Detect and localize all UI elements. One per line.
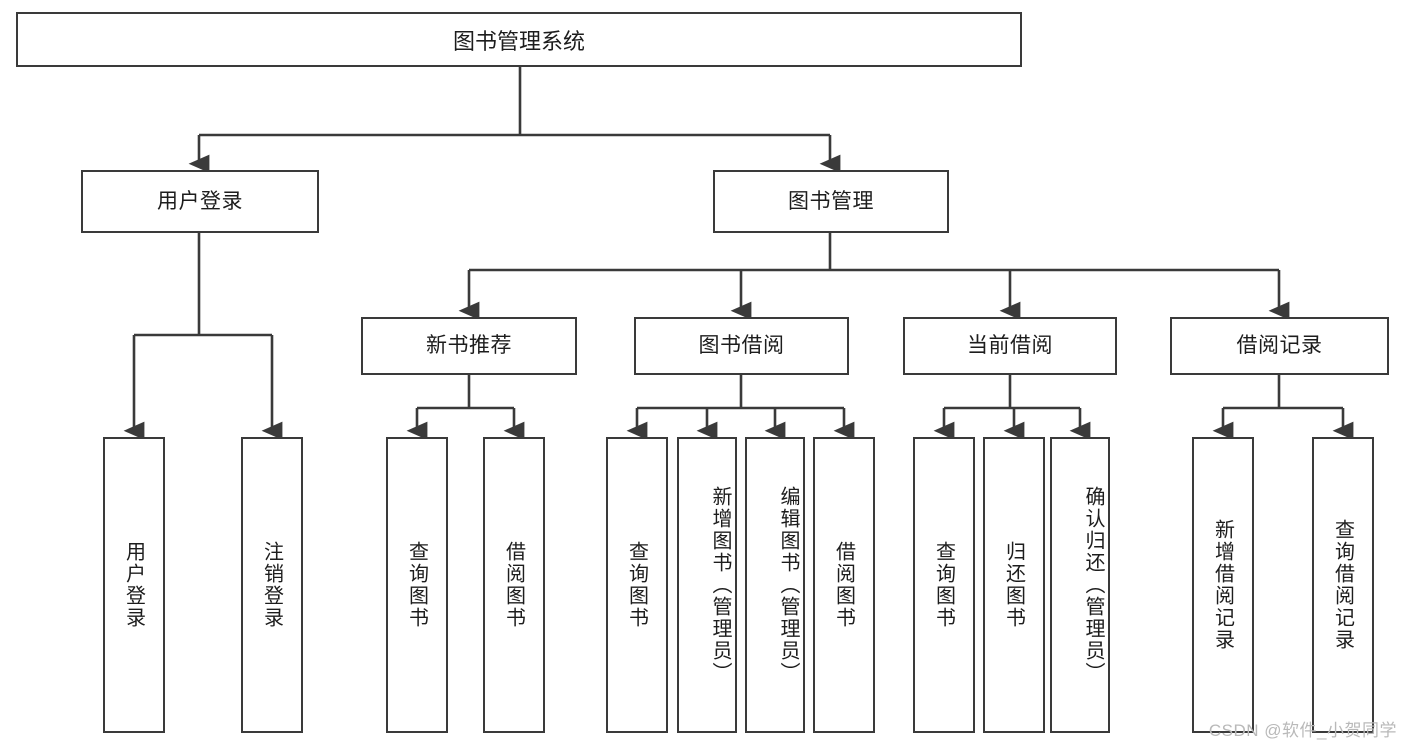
leaf-user-logout[interactable]: 注销登录 [241,437,303,733]
leaf-recommend-query-book[interactable]: 查询图书 [386,437,448,733]
node-label: 注销登录 [260,541,283,629]
leaf-user-login[interactable]: 用户登录 [103,437,165,733]
node-label: 新增图书（管理员） [709,486,731,684]
node-book-borrow[interactable]: 图书借阅 [634,317,849,375]
leaf-record-add-borrow-record[interactable]: 新增借阅记录 [1192,437,1254,733]
leaf-borrow-borrow-book[interactable]: 借阅图书 [813,437,875,733]
leaf-current-query-book[interactable]: 查询图书 [913,437,975,733]
node-label: 编辑图书（管理员） [777,486,799,684]
node-label: 图书管理 [788,189,874,213]
leaf-borrow-query-book[interactable]: 查询图书 [606,437,668,733]
node-label: 查询图书 [405,541,428,629]
leaf-current-confirm-return-admin[interactable]: 确认归还（管理员） [1050,437,1110,733]
node-borrow-record[interactable]: 借阅记录 [1170,317,1389,375]
node-current-borrow[interactable]: 当前借阅 [903,317,1117,375]
node-label: 用户登录 [157,189,243,213]
node-label: 查询借阅记录 [1331,519,1354,651]
node-label: 查询图书 [625,541,648,629]
node-label: 当前借阅 [967,334,1053,358]
csdn-watermark: CSDN @软件_小贺同学 [1208,721,1397,740]
leaf-borrow-add-book-admin[interactable]: 新增图书（管理员） [677,437,737,733]
leaf-borrow-edit-book-admin[interactable]: 编辑图书（管理员） [745,437,805,733]
node-label: 查询图书 [932,541,955,629]
node-label: 新增借阅记录 [1211,519,1234,651]
node-label: 借阅图书 [832,541,855,629]
node-label: 新书推荐 [426,334,512,358]
leaf-recommend-borrow-book[interactable]: 借阅图书 [483,437,545,733]
leaf-current-return-book[interactable]: 归还图书 [983,437,1045,733]
node-user-login[interactable]: 用户登录 [81,170,319,233]
node-label: 图书管理系统 [452,28,585,54]
node-label: 用户登录 [122,541,145,629]
node-label: 归还图书 [1002,541,1025,629]
node-root-system[interactable]: 图书管理系统 [16,12,1022,67]
node-label: 图书借阅 [698,334,785,358]
node-label: 借阅记录 [1236,334,1323,358]
leaf-record-query-borrow-record[interactable]: 查询借阅记录 [1312,437,1374,733]
node-book-management[interactable]: 图书管理 [713,170,949,233]
node-label: 确认归还（管理员） [1082,486,1104,684]
node-label: 借阅图书 [502,541,525,629]
node-new-book-recommendation[interactable]: 新书推荐 [361,317,577,375]
